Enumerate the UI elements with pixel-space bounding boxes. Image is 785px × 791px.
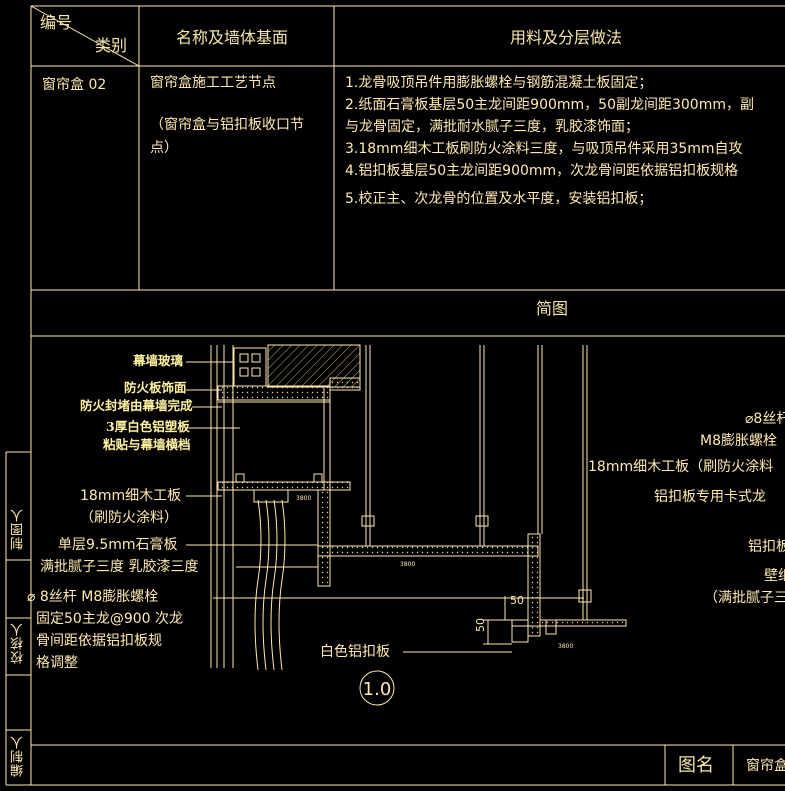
section-drawing	[186, 344, 627, 706]
step-1: 1.龙骨吸顶吊件用膨胀螺栓与钢筋混凝土板固定；	[345, 75, 653, 91]
label-white-alu: 白色铝扣板	[320, 644, 390, 660]
row-name-line3: 点）	[150, 140, 178, 156]
label-alu-board-2: 粘贴与幕墙横档	[103, 437, 191, 452]
step-2: 2.纸面石膏板基层50主龙间距900mm，50副龙间距300mm，副	[345, 97, 754, 113]
small-dim-2: 3800	[400, 561, 415, 568]
label-fire-seal: 防火封堵由幕墙完成	[80, 398, 193, 413]
label-r-alu: 铝扣板	[748, 539, 785, 555]
step-2-cont: 与龙骨固定，满批耐水腻子三度，乳胶漆饰面；	[345, 119, 639, 135]
header-number-label: 编号	[40, 13, 73, 32]
small-dim-3: 3800	[558, 643, 573, 650]
label-fire-board: 防火板饰面	[124, 380, 187, 395]
row-name-line1: 窗帘盒施工工艺节点	[150, 75, 276, 91]
header-method-col: 用料及分层做法	[510, 28, 623, 47]
row-name-line2: （窗帘盒与铝扣板收口节	[150, 117, 304, 133]
label-r-putty: （满批腻子三	[704, 590, 785, 606]
label-rod: ⌀ 8丝杆 M8膨胀螺栓	[27, 589, 159, 605]
row-number: 窗帘盒 02	[42, 77, 107, 93]
small-dim-1: 3800	[296, 495, 311, 502]
label-r-rod: ⌀8丝杆	[745, 411, 785, 427]
label-r-keel: 铝扣板专用卡式龙	[654, 489, 766, 505]
label-alu-board: 3厚白色铝塑板	[106, 419, 190, 434]
label-r-bolt: M8膨胀螺栓	[700, 433, 777, 449]
label-r-wall: 壁纸	[764, 568, 785, 584]
side-check: 校核人	[11, 622, 26, 664]
label-gypsum-2: 满批腻子三度 乳胶漆三度	[40, 559, 199, 575]
dim-50-a: 50	[510, 594, 524, 607]
step-4: 4.铝扣板基层50主龙间距900mm，次龙骨间距依据铝扣板规格	[345, 163, 739, 179]
label-r-wood: 18mm细木工板（刷防火涂料	[588, 459, 774, 475]
label-scale: 1.0	[363, 679, 392, 700]
footer-title-value: 窗帘盒	[746, 758, 785, 774]
label-wood-board-2: （刷防火涂料）	[80, 510, 178, 526]
label-curtain-glass: 幕墙玻璃	[133, 353, 184, 368]
header-category-label: 类别	[95, 36, 128, 55]
header-name-col: 名称及墙体基面	[176, 28, 289, 47]
label-wood-board: 18mm细木工板	[80, 488, 182, 504]
step-3: 3.18mm细木工板刷防火涂料三度，与吸顶吊件采用35mm自攻	[345, 141, 743, 157]
label-rod-2: 固定50主龙@900 次龙	[36, 611, 183, 627]
label-gypsum: 单层9.5mm石膏板	[58, 537, 178, 553]
side-edit: 编制人	[11, 735, 26, 777]
diagram-title: 简图	[536, 299, 569, 318]
step-5: 5.校正主、次龙骨的位置及水平度，安装铝扣板；	[345, 191, 653, 207]
table-frame	[5, 5, 785, 786]
dim-50-b: 50	[474, 618, 487, 632]
label-rod-3: 骨间距依据铝扣板规	[36, 633, 162, 649]
footer-title-label: 图名	[678, 755, 714, 776]
label-rod-4: 格调整	[36, 655, 78, 671]
side-draw: 制图人	[11, 508, 26, 550]
